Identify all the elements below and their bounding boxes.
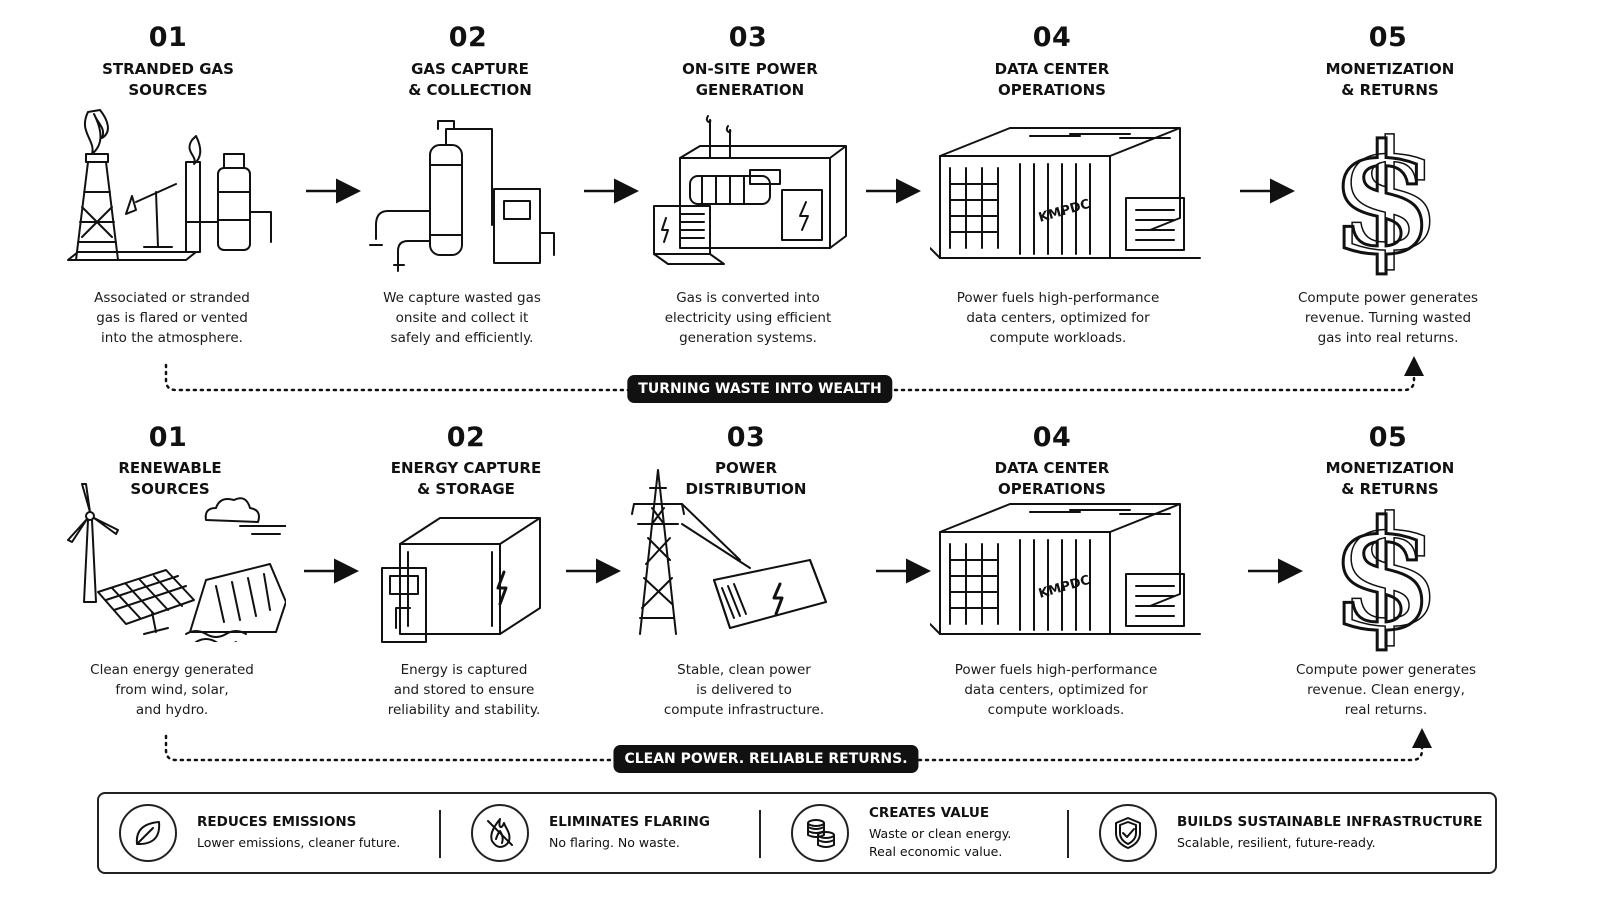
step-title: RENEWABLE SOURCES	[118, 459, 222, 498]
step-description: Power fuels high-performance data center…	[956, 290, 1160, 346]
svg-text:$: $	[1330, 494, 1434, 654]
step-number: 05	[1368, 22, 1408, 53]
benefits-bar: REDUCES EMISSIONS Lower emissions, clean…	[97, 792, 1497, 874]
svg-text:$: $	[1330, 118, 1434, 278]
step-number: 02	[448, 22, 488, 53]
divider	[439, 810, 441, 858]
step-number: 03	[726, 422, 766, 453]
benefit-description: Lower emissions, cleaner future.	[197, 835, 401, 850]
battery-storage-icon	[380, 512, 550, 647]
benefit-title: REDUCES EMISSIONS	[197, 814, 357, 830]
step-description: Compute power generates revenue. Turning…	[1297, 290, 1479, 346]
no-flame-icon	[471, 804, 529, 862]
svg-text:$: $	[1338, 118, 1440, 278]
shield-check-icon	[1099, 804, 1157, 862]
step-description: Gas is converted into electricity using …	[664, 290, 832, 346]
step-title: STRANDED GAS SOURCES	[102, 60, 234, 99]
step-title: MONETIZATION & RETURNS	[1325, 459, 1455, 498]
wind-solar-hydro-icon	[56, 482, 286, 642]
top-flow-arrows	[164, 178, 1424, 392]
step-number: 01	[148, 422, 188, 453]
step-number: 02	[446, 422, 486, 453]
benefit-item: ELIMINATES FLARING No flaring. No waste.	[471, 794, 710, 872]
data-center-container-icon: KMPDC	[930, 118, 1210, 268]
gas-capture-pipes-icon	[368, 115, 568, 275]
dollar-sign-icon: $ $	[1330, 118, 1440, 278]
benefit-title: CREATES VALUE	[869, 805, 990, 821]
top-flow-banner: TURNING WASTE INTO WEALTH	[627, 375, 893, 403]
generator-icon	[650, 110, 850, 270]
step-description: Stable, clean power is delivered to comp…	[663, 662, 825, 718]
benefit-title: ELIMINATES FLARING	[549, 814, 710, 830]
data-center-container-icon: KMPDC	[930, 494, 1210, 644]
benefit-description: Scalable, resilient, future-ready.	[1177, 835, 1376, 850]
step-number: 03	[728, 22, 768, 53]
bottom-flow-banner: CLEAN POWER. RELIABLE RETURNS.	[613, 745, 919, 773]
divider	[1067, 810, 1069, 858]
benefit-item: BUILDS SUSTAINABLE INFRASTRUCTURE Scalab…	[1099, 794, 1482, 872]
benefit-title: BUILDS SUSTAINABLE INFRASTRUCTURE	[1177, 814, 1483, 830]
step-title: MONETIZATION & RETURNS	[1325, 60, 1455, 99]
benefit-description: Waste or clean energy. Real economic val…	[869, 826, 1012, 859]
benefit-item: CREATES VALUE Waste or clean energy. Rea…	[791, 794, 1011, 872]
step-number: 04	[1032, 422, 1072, 453]
svg-text:$: $	[1338, 494, 1440, 654]
dollar-sign-icon: $ $	[1330, 494, 1440, 654]
benefit-item: REDUCES EMISSIONS Lower emissions, clean…	[119, 794, 400, 872]
step-title: DATA CENTER OPERATIONS	[994, 459, 1110, 498]
leaf-icon	[119, 804, 177, 862]
step-description: Clean energy generated from wind, solar,…	[90, 662, 254, 718]
divider	[759, 810, 761, 858]
gas-well-flare-icon	[66, 92, 286, 267]
coins-icon	[791, 804, 849, 862]
bottom-flow-arrows	[164, 558, 1432, 762]
step-description: Compute power generates revenue. Clean e…	[1295, 662, 1477, 718]
transmission-tower-icon	[630, 468, 840, 638]
step-title: ENERGY CAPTURE & STORAGE	[390, 459, 542, 498]
step-title: POWER DISTRIBUTION	[685, 459, 807, 498]
step-number: 04	[1032, 22, 1072, 53]
step-description: Associated or stranded gas is flared or …	[94, 290, 250, 346]
step-number: 01	[148, 22, 188, 53]
step-description: We capture wasted gas onsite and collect…	[383, 290, 541, 346]
step-description: Energy is captured and stored to ensure …	[387, 662, 541, 718]
benefit-description: No flaring. No waste.	[549, 835, 680, 850]
step-title: DATA CENTER OPERATIONS	[994, 60, 1110, 99]
step-title: GAS CAPTURE & COLLECTION	[408, 60, 532, 99]
step-number: 05	[1368, 422, 1408, 453]
step-title: ON-SITE POWER GENERATION	[682, 60, 818, 99]
step-description: Power fuels high-performance data center…	[954, 662, 1158, 718]
